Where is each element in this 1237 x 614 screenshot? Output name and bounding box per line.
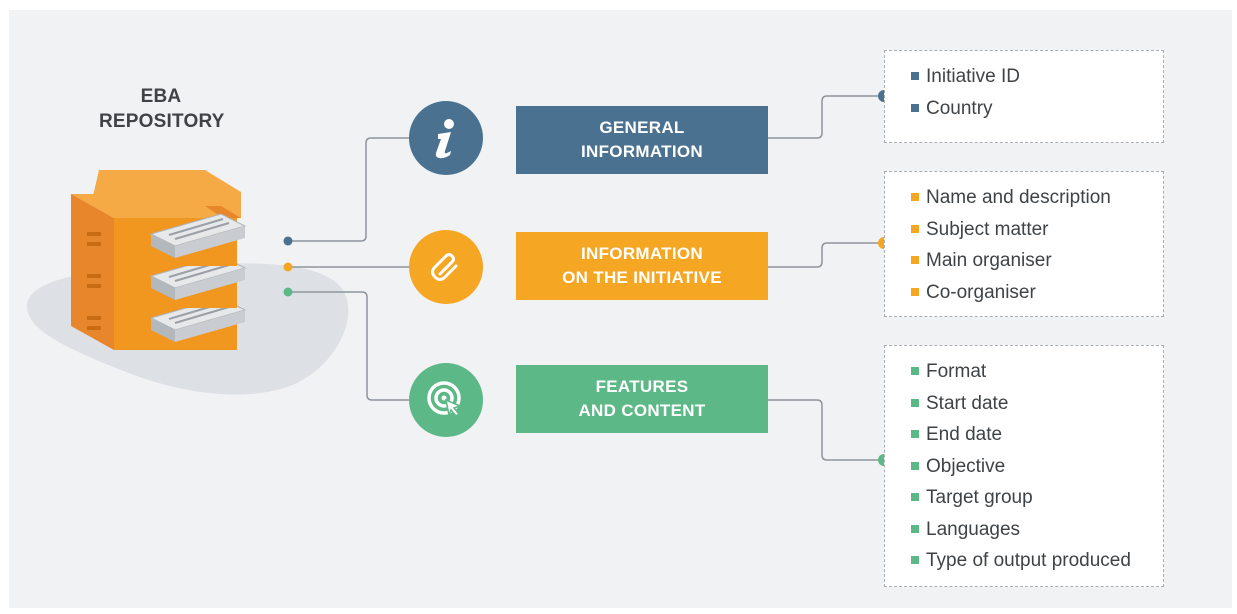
list-item: Start date: [911, 388, 1149, 420]
list-item: Type of output produced: [911, 545, 1149, 577]
initiative-information-fields: Name and description Subject matter Main…: [884, 171, 1164, 317]
info-icon: [435, 119, 454, 159]
bullet-square: [911, 461, 919, 470]
list-item: Initiative ID: [911, 61, 1149, 93]
bullet-square: [911, 398, 919, 407]
general-information-fields: Initiative ID Country: [884, 50, 1164, 143]
features-content-title-line1: FEATURES: [595, 377, 689, 396]
features-content-fields: Format Start date End date Objective Tar…: [884, 345, 1164, 587]
list-item: Co-organiser: [911, 277, 1149, 309]
general-information-title-line1: GENERAL: [599, 118, 685, 137]
field-label: Main organiser: [926, 250, 1052, 271]
repository-title-line2: REPOSITORY: [99, 111, 225, 132]
field-label: Start date: [926, 392, 1009, 414]
field-label: Co-organiser: [926, 281, 1036, 303]
features-content-title-line2: AND CONTENT: [578, 401, 706, 420]
list-item: End date: [911, 419, 1149, 451]
list-item: Country: [911, 93, 1149, 125]
general-information-box: GENERAL INFORMATION: [516, 106, 768, 174]
stack-layer-1: [71, 170, 247, 266]
field-label: Country: [926, 97, 993, 119]
field-label: Subject matter: [926, 218, 1049, 240]
bullet-square: [911, 224, 919, 233]
field-label: End date: [926, 424, 1003, 445]
list-item: Main organiser: [911, 245, 1149, 277]
bullet-square: [911, 493, 919, 501]
bullet-square: [911, 367, 919, 375]
list-item: Name and description: [911, 182, 1149, 214]
dot-features-left: [283, 287, 293, 297]
general-information-title-line2: INFORMATION: [581, 142, 703, 161]
field-label: Type of output produced: [926, 550, 1131, 571]
bullet-square: [911, 103, 919, 112]
bullet-square: [911, 256, 919, 264]
field-label: Initiative ID: [926, 66, 1020, 87]
connector-initiative-right: [768, 242, 884, 268]
repository-title: EBA REPOSITORY: [99, 84, 225, 134]
initiative-information-node: [409, 230, 483, 304]
initiative-information-title-line2: ON THE INITIATIVE: [562, 268, 722, 287]
connector-layer: [26, 90, 890, 466]
repository-illustration: [26, 170, 349, 395]
general-information-node: [409, 101, 483, 175]
connector-general-left: [288, 137, 411, 242]
features-content-node: [409, 363, 483, 437]
field-label: Name and description: [926, 187, 1111, 208]
dot-initiative-left: [283, 262, 293, 272]
connector-general-right: [768, 95, 884, 139]
list-item: Subject matter: [911, 214, 1149, 246]
list-item: Format: [911, 356, 1149, 388]
field-label: Languages: [926, 518, 1021, 540]
field-label: Target group: [926, 487, 1033, 508]
features-content-box: FEATURES AND CONTENT: [516, 365, 768, 433]
initiative-information-box: INFORMATION ON THE INITIATIVE: [516, 232, 768, 300]
list-item: Languages: [911, 514, 1149, 546]
target-cursor-icon: [427, 381, 463, 418]
field-label: Format: [926, 361, 987, 382]
initiative-information-title-line1: INFORMATION: [581, 244, 703, 263]
bullet-square: [911, 524, 919, 533]
bullet-square: [911, 556, 919, 564]
connector-features-right: [768, 399, 884, 461]
list-item: Objective: [911, 451, 1149, 483]
diagram-canvas: EBA REPOSITORY GENERAL INFORMATION Initi…: [9, 10, 1232, 608]
bullet-square: [911, 430, 919, 438]
list-item: Target group: [911, 482, 1149, 514]
bullet-square: [911, 72, 919, 80]
connector-features-left: [288, 291, 411, 401]
repository-title-line1: EBA: [140, 86, 182, 107]
bullet-square: [911, 193, 919, 201]
field-label: Objective: [926, 455, 1006, 477]
dot-general-left: [283, 236, 293, 246]
paperclip-icon: [431, 253, 458, 281]
bullet-square: [911, 287, 919, 296]
